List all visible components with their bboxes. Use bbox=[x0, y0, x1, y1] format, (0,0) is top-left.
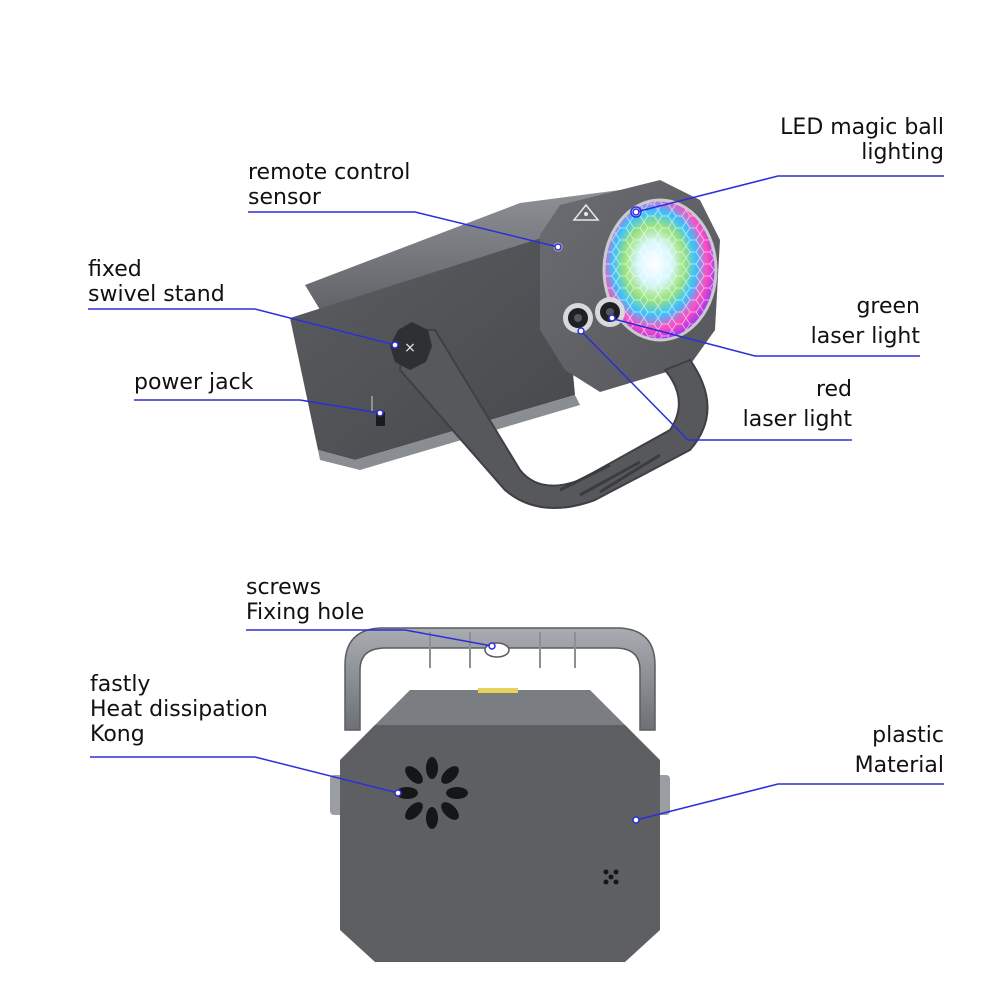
label-red-laser: red laser light bbox=[742, 377, 852, 432]
power-jack bbox=[371, 396, 385, 426]
bottom-device-glow bbox=[478, 688, 518, 693]
swivel-stand bbox=[398, 329, 709, 509]
bottom-device bbox=[330, 627, 670, 962]
leader-lines bbox=[88, 175, 944, 824]
label-fixed-swivel-stand: fixed swivel stand bbox=[88, 257, 225, 307]
green-laser-aperture bbox=[595, 297, 625, 327]
red-laser-aperture bbox=[563, 303, 593, 333]
mic-holes bbox=[603, 869, 619, 885]
label-green-laser: green laser light bbox=[810, 294, 920, 349]
top-device: × bbox=[290, 180, 720, 509]
laser-warning-icon bbox=[572, 203, 600, 221]
bottom-device-body bbox=[340, 725, 660, 962]
top-device-bottom-edge bbox=[318, 395, 580, 470]
label-plastic-material: plastic Material bbox=[854, 723, 944, 778]
label-power-jack: power jack bbox=[134, 370, 254, 395]
label-heat-dissipation: fastly Heat dissipation Kong bbox=[90, 672, 268, 747]
bottom-handle bbox=[344, 627, 656, 731]
label-led-magic-ball: LED magic ball lighting bbox=[780, 115, 944, 165]
label-remote-control-sensor: remote control sensor bbox=[248, 160, 411, 210]
led-magic-ball bbox=[602, 198, 718, 342]
swivel-stand-ribs bbox=[559, 453, 661, 497]
label-screws-fixing-hole: screws Fixing hole bbox=[246, 575, 365, 625]
svg-text:×: × bbox=[404, 340, 416, 356]
heat-vent bbox=[396, 757, 468, 829]
swivel-knob: × bbox=[390, 322, 432, 370]
bottom-device-lid bbox=[370, 690, 630, 730]
bottom-handle-ribs bbox=[429, 632, 576, 668]
